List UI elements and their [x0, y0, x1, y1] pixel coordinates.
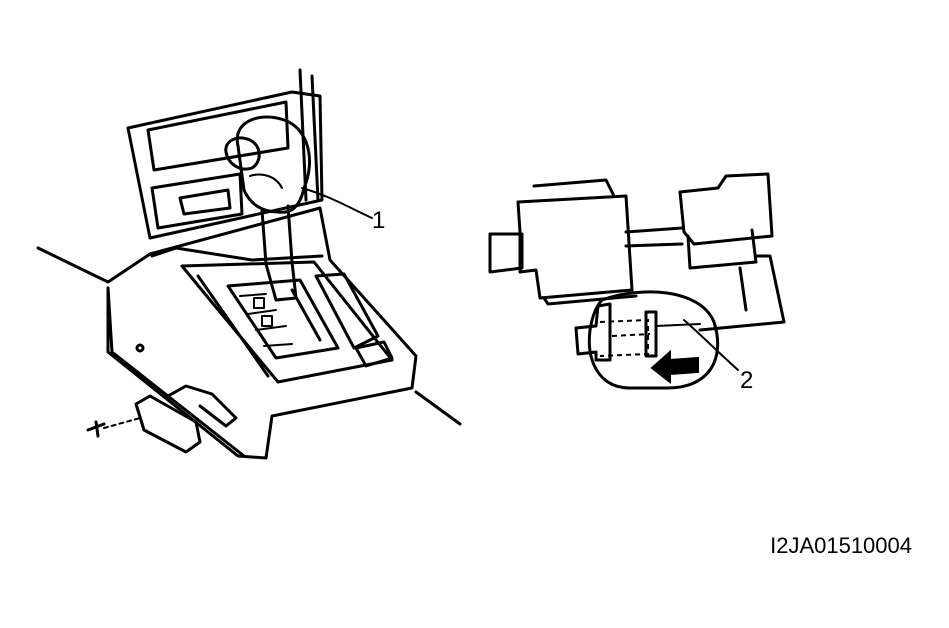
center-console-illustration [36, 68, 462, 460]
callout-2-label: 2 [740, 367, 753, 394]
callout-1-label: 1 [372, 207, 385, 234]
release-mechanism-illustration [488, 172, 786, 390]
figure-id-label: I2JA01510004 [770, 533, 912, 558]
